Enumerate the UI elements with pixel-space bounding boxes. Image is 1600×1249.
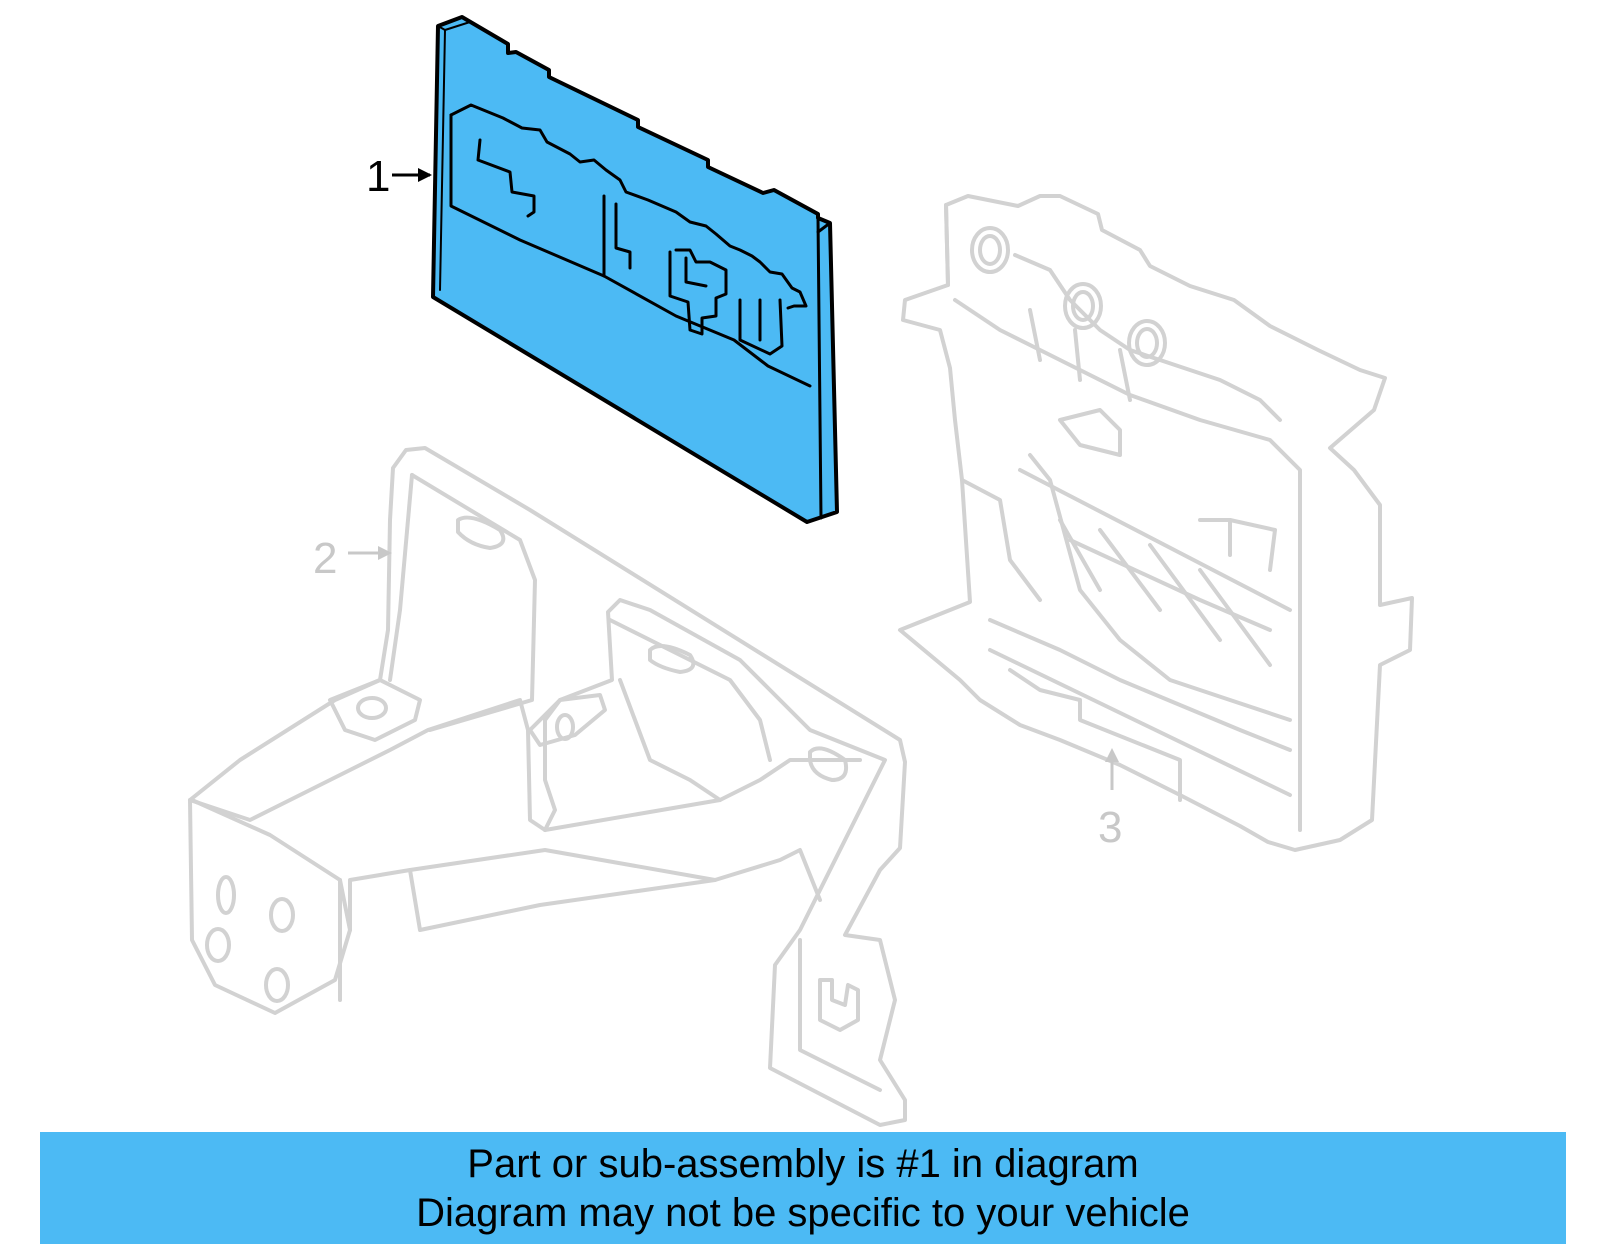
callout-2-number: 2 [313, 534, 337, 583]
callout-1: 1 [366, 152, 432, 201]
part-1-module [431, 15, 839, 524]
part-3-housing [898, 194, 1414, 852]
banner-line-2: Diagram may not be specific to your vehi… [416, 1191, 1190, 1235]
callout-3: 3 [1098, 748, 1122, 852]
info-banner: Part or sub-assembly is #1 in diagram Di… [40, 1132, 1566, 1244]
callout-2: 2 [313, 534, 392, 583]
part-2-bracket [188, 446, 907, 1127]
callout-1-number: 1 [366, 152, 390, 201]
banner-line-1: Part or sub-assembly is #1 in diagram [467, 1142, 1139, 1186]
callout-3-number: 3 [1098, 803, 1122, 852]
